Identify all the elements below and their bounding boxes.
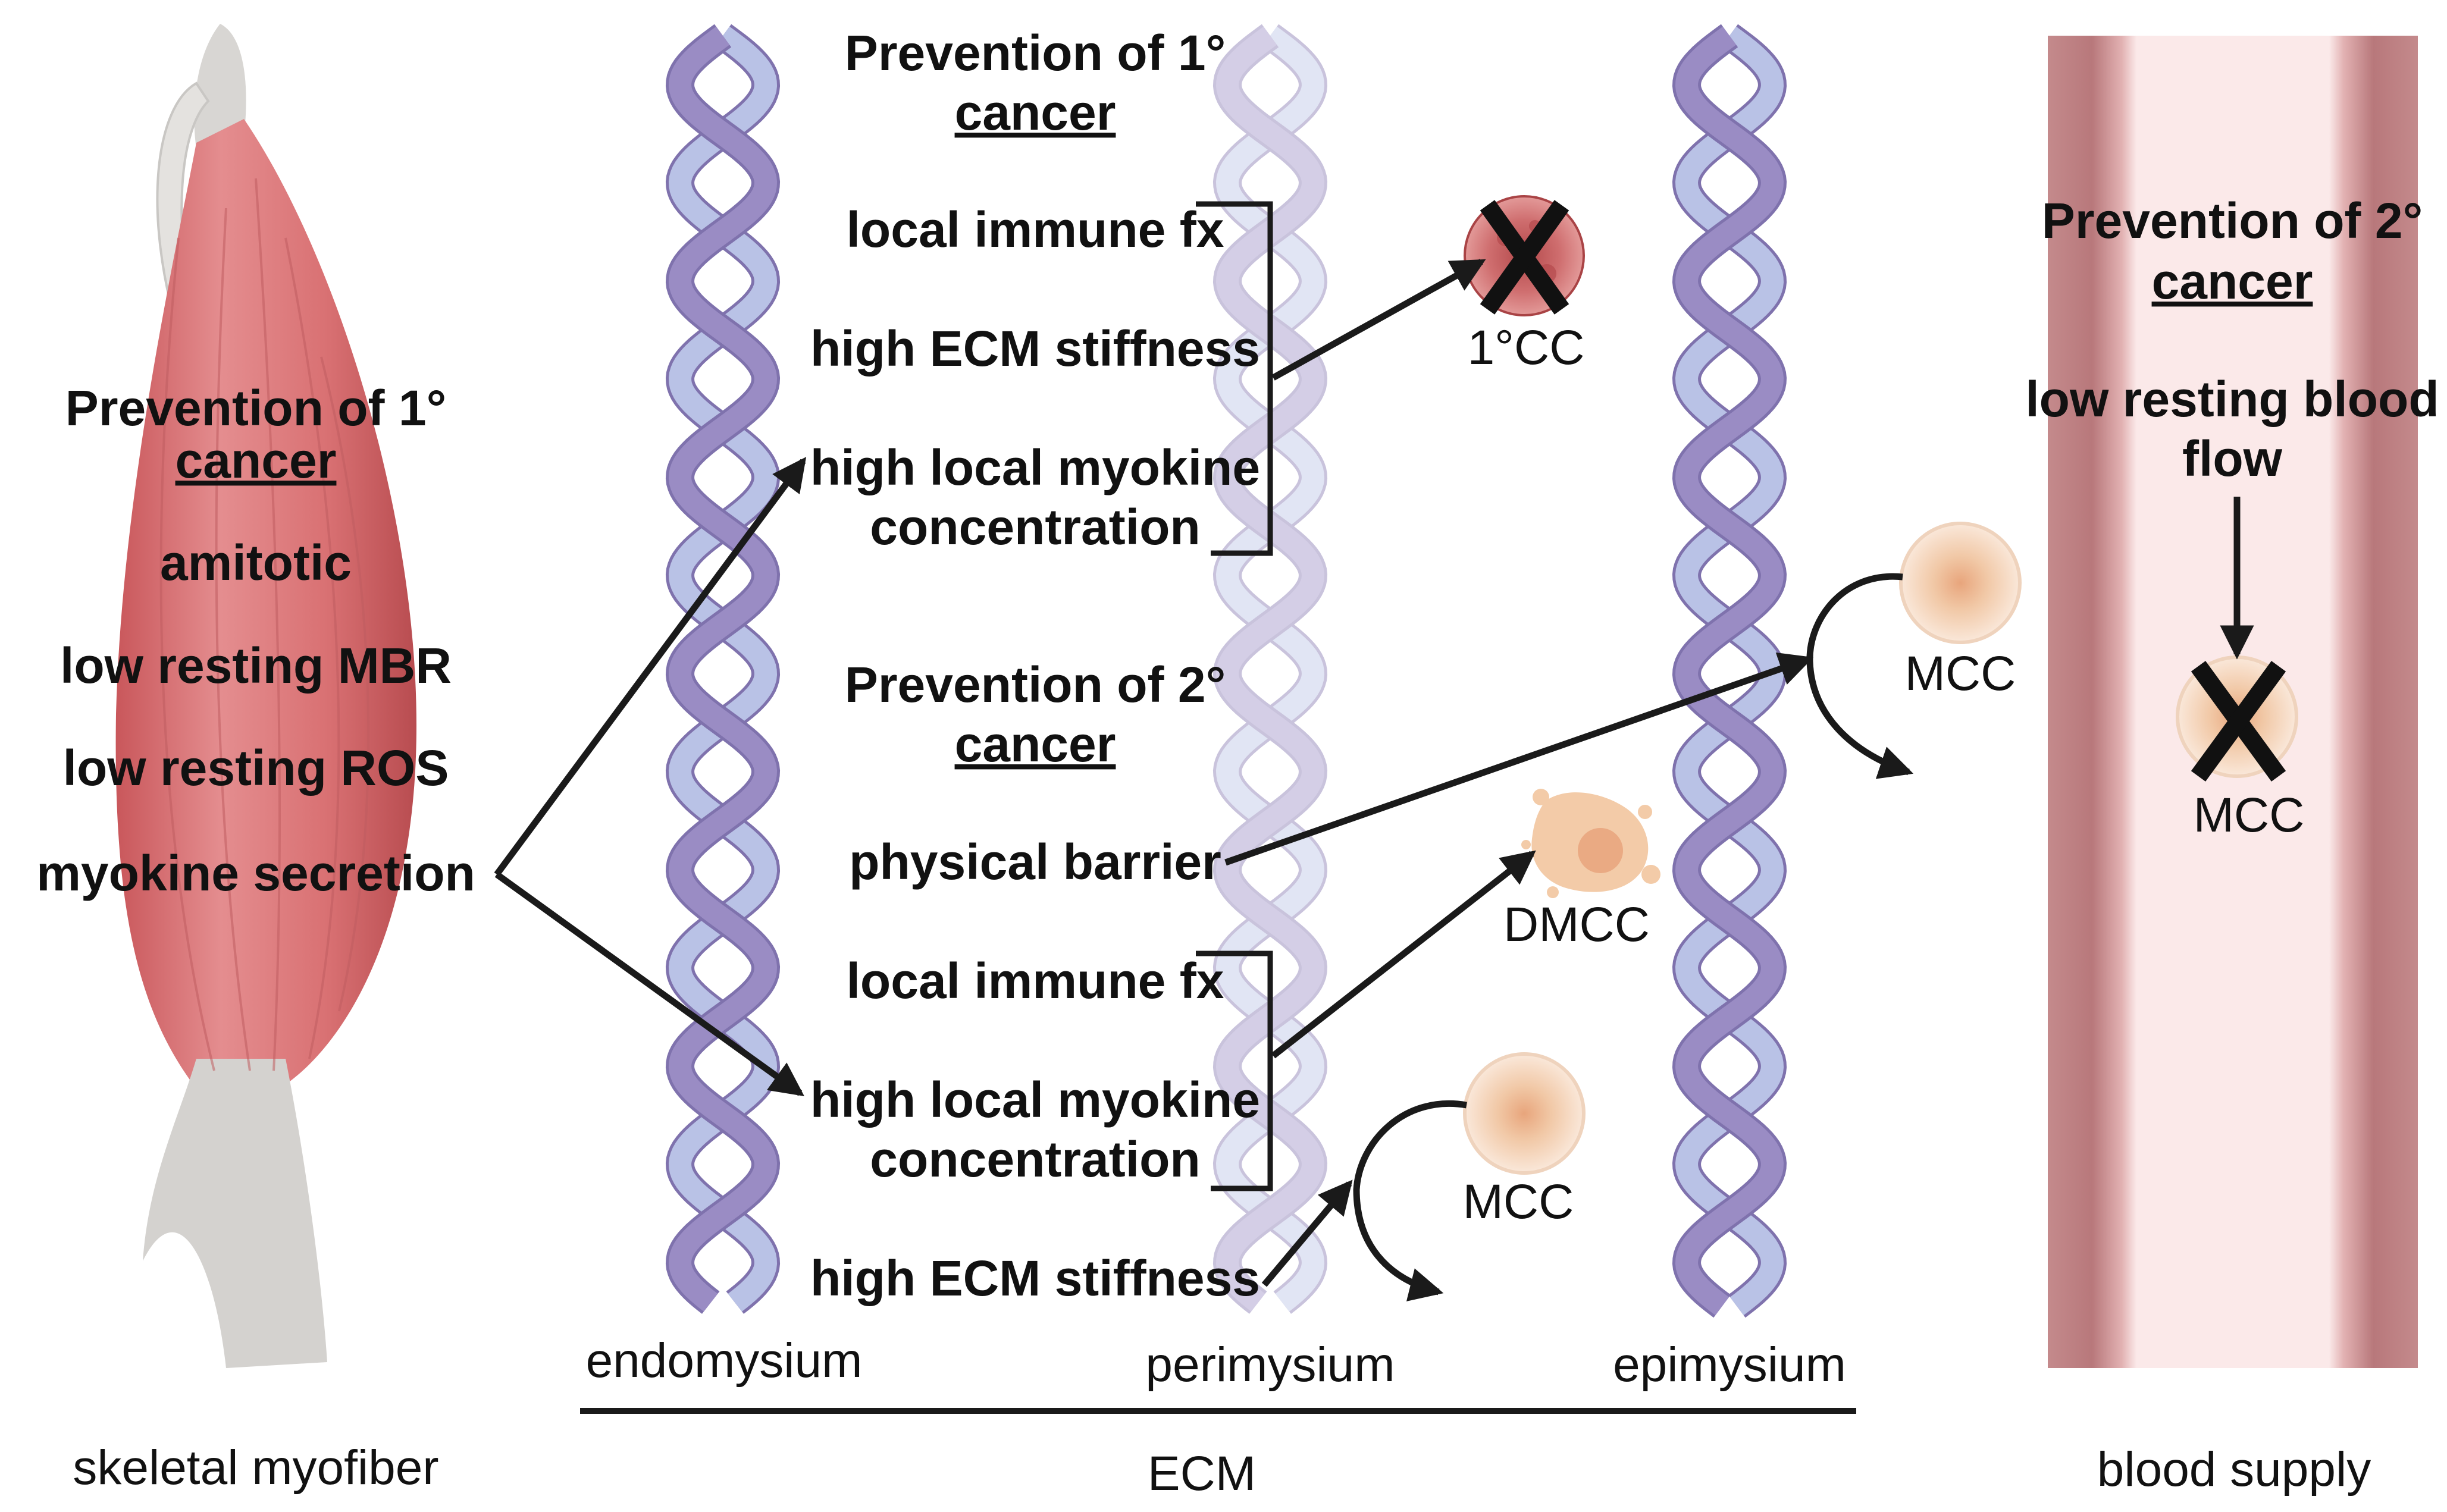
mcc-cell-epi bbox=[1899, 522, 2022, 644]
ecm-primary-item-stiffness: high ECM stiffness bbox=[810, 321, 1260, 377]
blood-heading-line1: Prevention of 2° bbox=[2042, 193, 2423, 249]
arrow-mcc-epi-deflect bbox=[1806, 573, 1914, 779]
ecm-primary-heading-line1: Prevention of 1° bbox=[845, 25, 1226, 81]
myofiber-label: skeletal myofiber bbox=[73, 1441, 438, 1495]
muscle-striations bbox=[159, 178, 370, 1071]
helix-peri-strand-2 bbox=[1215, 26, 1325, 1312]
ecm-secondary-heading-line2: cancer bbox=[955, 716, 1116, 772]
helix-peri-strand-1 bbox=[1215, 26, 1325, 1312]
ecm-secondary-bracket bbox=[1196, 951, 1273, 1191]
myofiber-item-mbr: low resting MBR bbox=[60, 638, 452, 694]
mcc-epi-label: MCC bbox=[1905, 647, 2016, 701]
dmcc-cell bbox=[1521, 789, 1660, 898]
ecm-label: ECM bbox=[1148, 1447, 1256, 1501]
arrow-myokine-to-secondary bbox=[494, 871, 804, 1097]
ecm-primary-item-concentration: concentration bbox=[870, 499, 1200, 555]
arrow-myokine-to-primary bbox=[494, 457, 807, 877]
blood-heading-line2: cancer bbox=[2152, 253, 2313, 309]
ecm-secondary-item-immune: local immune fx bbox=[847, 953, 1224, 1009]
myofiber-item-myokine: myokine secretion bbox=[36, 845, 475, 901]
endomysium-helix bbox=[665, 24, 781, 1314]
ecm-primary-bracket bbox=[1196, 201, 1273, 556]
helix-epi-strand-2 bbox=[1675, 26, 1784, 1316]
primary-cancer-cell bbox=[1464, 195, 1585, 316]
myofiber-heading-line2: cancer bbox=[176, 432, 337, 488]
ecm-secondary-item-myokine: high local myokine bbox=[810, 1072, 1260, 1128]
mcc-mid-label: MCC bbox=[1463, 1175, 1574, 1229]
arrow-bracket-to-dmcc bbox=[1271, 850, 1536, 1059]
myofiber-heading-line1: Prevention of 1° bbox=[65, 380, 446, 436]
ecm-secondary-item-concentration: concentration bbox=[870, 1131, 1200, 1187]
helix-peri-strand-2-outline bbox=[1212, 24, 1328, 1314]
dmcc-label: DMCC bbox=[1503, 898, 1650, 952]
arrow-mcc-mid-deflect bbox=[1353, 1100, 1467, 1301]
helix-peri-strand-1-outline bbox=[1212, 24, 1328, 1314]
ecm-primary-item-myokine: high local myokine bbox=[810, 440, 1260, 495]
arrow-stiffness-to-mid bbox=[1261, 1180, 1353, 1287]
muscle-belly bbox=[115, 119, 416, 1088]
blood-item-line1: low resting blood bbox=[2025, 371, 2439, 427]
ecm-secondary-heading-line1: Prevention of 2° bbox=[845, 657, 1226, 713]
myofiber-illustration bbox=[115, 24, 416, 1368]
layer-epimysium-label: epimysium bbox=[1613, 1338, 1846, 1392]
blood-label: blood supply bbox=[2097, 1442, 2371, 1497]
layer-perimysium-label: perimysium bbox=[1145, 1338, 1395, 1392]
helix-endo-strand-2 bbox=[668, 26, 778, 1312]
tendon-bottom bbox=[143, 1059, 327, 1368]
myofiber-item-amitotic: amitotic bbox=[160, 535, 352, 591]
mcc-cell-mid bbox=[1463, 1052, 1586, 1175]
epimysium-helix bbox=[1672, 24, 1787, 1318]
mcc-cell-blood bbox=[2176, 655, 2298, 782]
ecm-secondary-barrier: physical barrier bbox=[849, 834, 1221, 890]
arrow-bracket-to-1cc bbox=[1271, 259, 1486, 381]
blood-item-line2: flow bbox=[2182, 431, 2283, 487]
layer-endomysium-label: endomysium bbox=[586, 1334, 863, 1388]
arrow-barrier-to-epi bbox=[1224, 653, 1814, 866]
perimysium-helix bbox=[1212, 24, 1328, 1314]
ecm-primary-item-immune: local immune fx bbox=[847, 202, 1224, 258]
helix-endo-strand-1 bbox=[668, 26, 778, 1312]
ecm-primary-heading-line2: cancer bbox=[955, 84, 1116, 140]
blood-mcc-label: MCC bbox=[2194, 788, 2305, 842]
primary-cancer-cell-label: 1°CC bbox=[1468, 321, 1585, 375]
ecm-secondary-item-stiffness: high ECM stiffness bbox=[810, 1250, 1260, 1306]
myofiber-item-ros: low resting ROS bbox=[63, 740, 449, 796]
tendon-top bbox=[194, 24, 246, 149]
